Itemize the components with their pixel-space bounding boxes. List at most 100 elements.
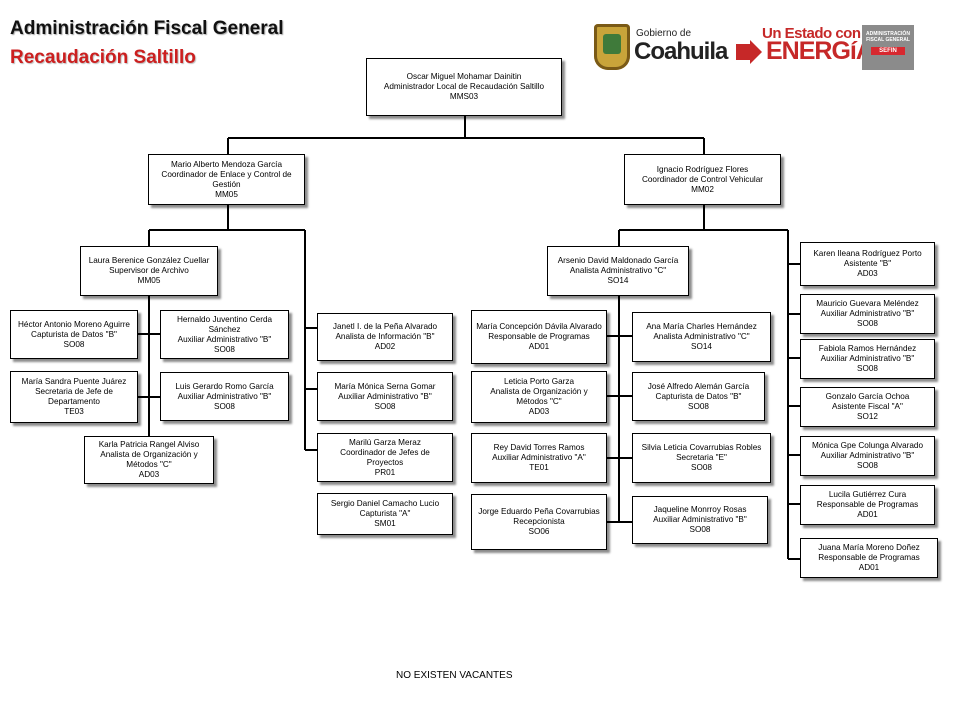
node-name: José Alfredo Alemán García (647, 381, 750, 391)
org-node-auxiliar-monica: Mónica Gpe Colunga Alvarado Auxiliar Adm… (800, 436, 935, 476)
coahuila-seal-icon (594, 24, 630, 70)
node-code: SO14 (607, 276, 629, 285)
org-node-analista-karla: Karla Patricia Rangel Alviso Analista de… (84, 436, 214, 484)
org-node-capturista-sergio: Sergio Daniel Camacho Lucio Capturista "… (317, 493, 453, 535)
node-name: María Mónica Serna Gomar (334, 381, 436, 391)
node-code: SO08 (689, 525, 711, 534)
node-name: Laura Berenice González Cuellar (88, 256, 210, 265)
node-role: Analista Administrativo "C" (569, 266, 667, 275)
node-role: Recepcionista (513, 517, 565, 526)
node-name: Silvia Leticia Covarrubias Robles (641, 443, 762, 452)
node-code: AD01 (857, 510, 878, 519)
un-estado-logo-text: Un Estado con (762, 25, 861, 42)
node-name: Oscar Miguel Mohamar Dainitin (406, 72, 522, 81)
org-node-coordinador-enlace: Mario Alberto Mendoza García Coordinador… (148, 154, 305, 205)
org-node-asistente-karen: Karen Ileana Rodríguez Porto Asistente "… (800, 242, 935, 286)
org-node-administrador: Oscar Miguel Mohamar Dainitin Administra… (366, 58, 562, 116)
org-node-secretaria-maria-sandra: María Sandra Puente Juárez Secretaria de… (10, 371, 138, 423)
node-code: AD01 (528, 342, 550, 351)
node-name: Karen Ileana Rodríguez Porto (813, 249, 922, 258)
org-node-auxiliar-hernaldo: Hernaldo Juventino Cerda Sánchez Auxilia… (160, 310, 289, 359)
node-role: Coordinador de Control Vehicular (641, 174, 764, 184)
footer-note: NO EXISTEN VACANTES (396, 670, 513, 681)
gobierno-logo-small-text: Gobierno de (636, 28, 692, 39)
node-role: Responsable de Programas (818, 553, 920, 562)
node-code: SO08 (857, 461, 878, 470)
node-name: Mauricio Guevara Meléndez (816, 299, 919, 308)
org-node-analista-leticia: Leticia Porto Garza Analista de Organiza… (471, 371, 607, 423)
org-node-recepcionista-jorge: Jorge Eduardo Peña Covarrubias Recepcion… (471, 494, 607, 550)
node-name: Sergio Daniel Camacho Lucio (330, 499, 440, 508)
node-code: AD01 (858, 563, 880, 572)
node-role: Analista de Organización y Métodos "C" (100, 450, 198, 469)
node-code: AD03 (857, 269, 878, 278)
page-title: Administración Fiscal General (10, 18, 284, 39)
node-role: Administrador Local de Recaudación Salti… (383, 82, 545, 91)
org-node-responsable-lucila: Lucila Gutiérrez Cura Responsable de Pro… (800, 485, 935, 525)
node-role: Auxiliar Administrativo "B" (820, 451, 915, 460)
node-name: Mario Alberto Mendoza García (170, 159, 283, 169)
node-role: Secretaria "E" (676, 453, 727, 462)
org-node-auxiliar-mauricio: Mauricio Guevara Meléndez Auxiliar Admin… (800, 294, 935, 334)
node-name: Juana María Moreno Doñez (818, 543, 920, 552)
node-code: SO08 (214, 401, 235, 411)
node-name: Jorge Eduardo Peña Covarrubias (478, 507, 600, 516)
org-node-analista-janetl: Janetl I. de la Peña Alvarado Analista d… (317, 313, 453, 361)
node-code: MM05 (215, 189, 238, 199)
org-node-coordinador-marilu: Marilú Garza Meraz Coordinador de Jefes … (317, 433, 453, 482)
node-code: SO08 (688, 401, 709, 411)
node-role: Analista de Organización y Métodos "C" (490, 387, 588, 406)
node-role: Auxiliar Administrativo "B" (177, 334, 272, 344)
org-node-capturista-jose-alfredo: José Alfredo Alemán García Capturista de… (632, 372, 765, 421)
node-name: Luis Gerardo Romo García (175, 381, 274, 391)
node-code: PR01 (374, 467, 396, 477)
org-node-secretaria-silvia: Silvia Leticia Covarrubias Robles Secret… (632, 433, 771, 483)
node-code: SO08 (691, 463, 712, 472)
node-code: AD03 (138, 470, 160, 479)
node-code: TE03 (64, 407, 84, 416)
energia-arrow-icon (736, 40, 762, 64)
node-code: SO12 (857, 412, 878, 421)
node-role: Auxiliar Administrativo "A" (492, 453, 586, 462)
node-code: MMS03 (449, 92, 479, 101)
node-role: Capturista de Datos "B" (655, 391, 742, 401)
node-code: AD03 (528, 407, 550, 416)
node-name: Gonzalo García Ochoa (825, 392, 910, 401)
node-name: María Sandra Puente Juárez (21, 377, 127, 386)
org-node-responsable-juana: Juana María Moreno Doñez Responsable de … (800, 538, 938, 578)
node-name: Leticia Porto Garza (503, 377, 575, 386)
node-name: Fabiola Ramos Hernández (818, 344, 917, 353)
node-role: Auxiliar Administrativo "B" (820, 354, 915, 363)
org-node-analista-arsenio: Arsenio David Maldonado García Analista … (547, 246, 689, 296)
node-name: Lucila Gutiérrez Cura (828, 490, 907, 499)
node-role: Auxiliar Administrativo "B" (820, 309, 915, 318)
sefin-logo: ADMINISTRACIÓN FISCAL GENERAL SEFIN (862, 25, 914, 70)
node-name: Mónica Gpe Colunga Alvarado (811, 441, 924, 450)
node-role: Auxiliar Administrativo "B" (338, 391, 432, 401)
node-code: MM05 (137, 276, 161, 285)
node-code: SO08 (857, 364, 878, 373)
node-name: Ana María Charles Hernández (646, 322, 757, 331)
node-role: Coordinador de Enlace y Control de Gesti… (161, 169, 292, 189)
node-code: SO14 (691, 342, 712, 351)
node-name: Hernaldo Juventino Cerda Sánchez (176, 314, 273, 334)
org-node-analista-ana-maria: Ana María Charles Hernández Analista Adm… (632, 312, 771, 362)
node-code: AD02 (374, 342, 396, 351)
node-role: Analista de Información "B" (335, 332, 435, 341)
energia-logo-text: ENERGíA (766, 37, 874, 65)
node-role: Responsable de Programas (488, 332, 590, 341)
node-role: Coordinador de Jefes de Proyectos (340, 447, 430, 467)
node-code: TE01 (529, 463, 549, 472)
node-role: Asistente "B" (843, 259, 892, 268)
org-node-supervisor-archivo: Laura Berenice González Cuellar Supervis… (80, 246, 218, 296)
node-code: SO08 (374, 401, 396, 411)
node-name: Rey David Torres Ramos (493, 443, 585, 452)
node-role: Auxiliar Administrativo "B" (177, 391, 272, 401)
org-node-coordinador-vehicular: Ignacio Rodríguez Flores Coordinador de … (624, 154, 781, 205)
org-node-auxiliar-maria-monica: María Mónica Serna Gomar Auxiliar Admini… (317, 372, 453, 421)
org-node-auxiliar-rey-david: Rey David Torres Ramos Auxiliar Administ… (471, 433, 607, 483)
node-name: Jaqueline Monrroy Rosas (653, 505, 747, 514)
sefin-logo-tag: SEFIN (871, 47, 905, 55)
org-node-auxiliar-luis: Luis Gerardo Romo García Auxiliar Admini… (160, 372, 289, 421)
